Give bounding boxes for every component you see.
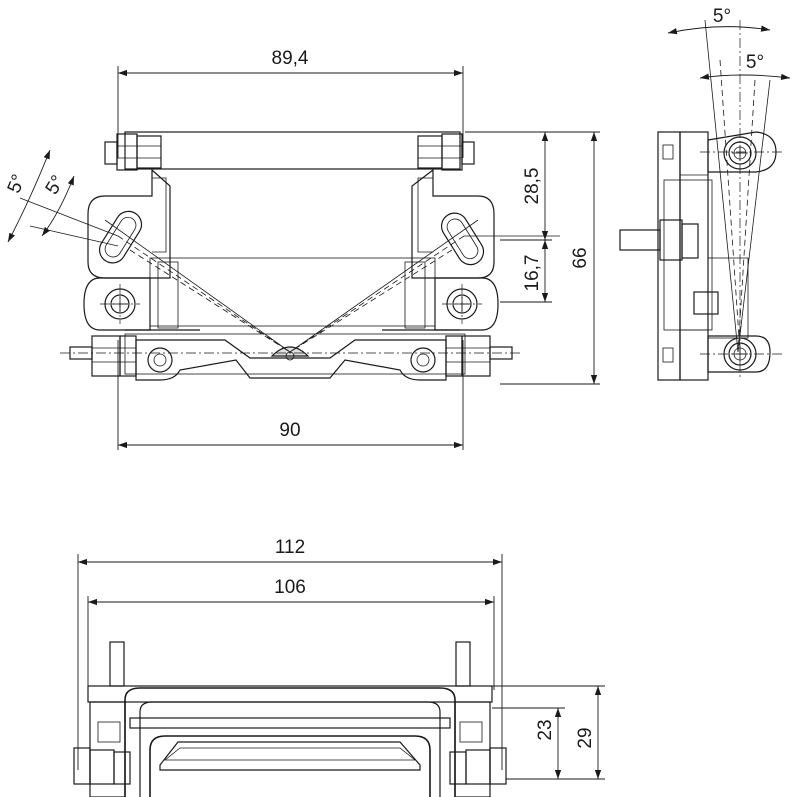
dim-angle-left-outer: 5° [4, 172, 30, 197]
bottom-left-nut [69, 335, 137, 377]
front-view [19, 131, 560, 381]
dim-angle-side-upper: 5° [713, 6, 731, 27]
dim-16-7: 16,7 [522, 255, 543, 292]
dim-112: 112 [275, 537, 305, 558]
top-left-nut [104, 133, 162, 171]
bottom-bracket [135, 339, 447, 381]
dim-23: 23 [535, 719, 556, 740]
dim-106: 106 [274, 577, 306, 598]
dim-66: 66 [570, 247, 591, 268]
dim-28-5: 28,5 [522, 168, 543, 205]
bottom-dimensions: 112 106 23 29 [77, 537, 605, 780]
dim-angle-side-lower: 5° [746, 52, 764, 73]
dim-angle-left-inner: 5° [42, 172, 69, 199]
left-pivot [83, 277, 151, 331]
front-dimensions: 89,4 90 28,5 16,7 66 5° 5° [4, 48, 600, 450]
swing-lines [19, 197, 560, 353]
bottom-right-nut [445, 335, 513, 377]
dim-89-4: 89,4 [272, 48, 309, 69]
top-right-nut [417, 133, 475, 171]
dim-29: 29 [575, 727, 596, 748]
side-dimensions: 5° 5° [667, 6, 791, 81]
bottom-view [73, 641, 507, 797]
dim-90: 90 [279, 420, 300, 441]
side-view [619, 19, 785, 381]
